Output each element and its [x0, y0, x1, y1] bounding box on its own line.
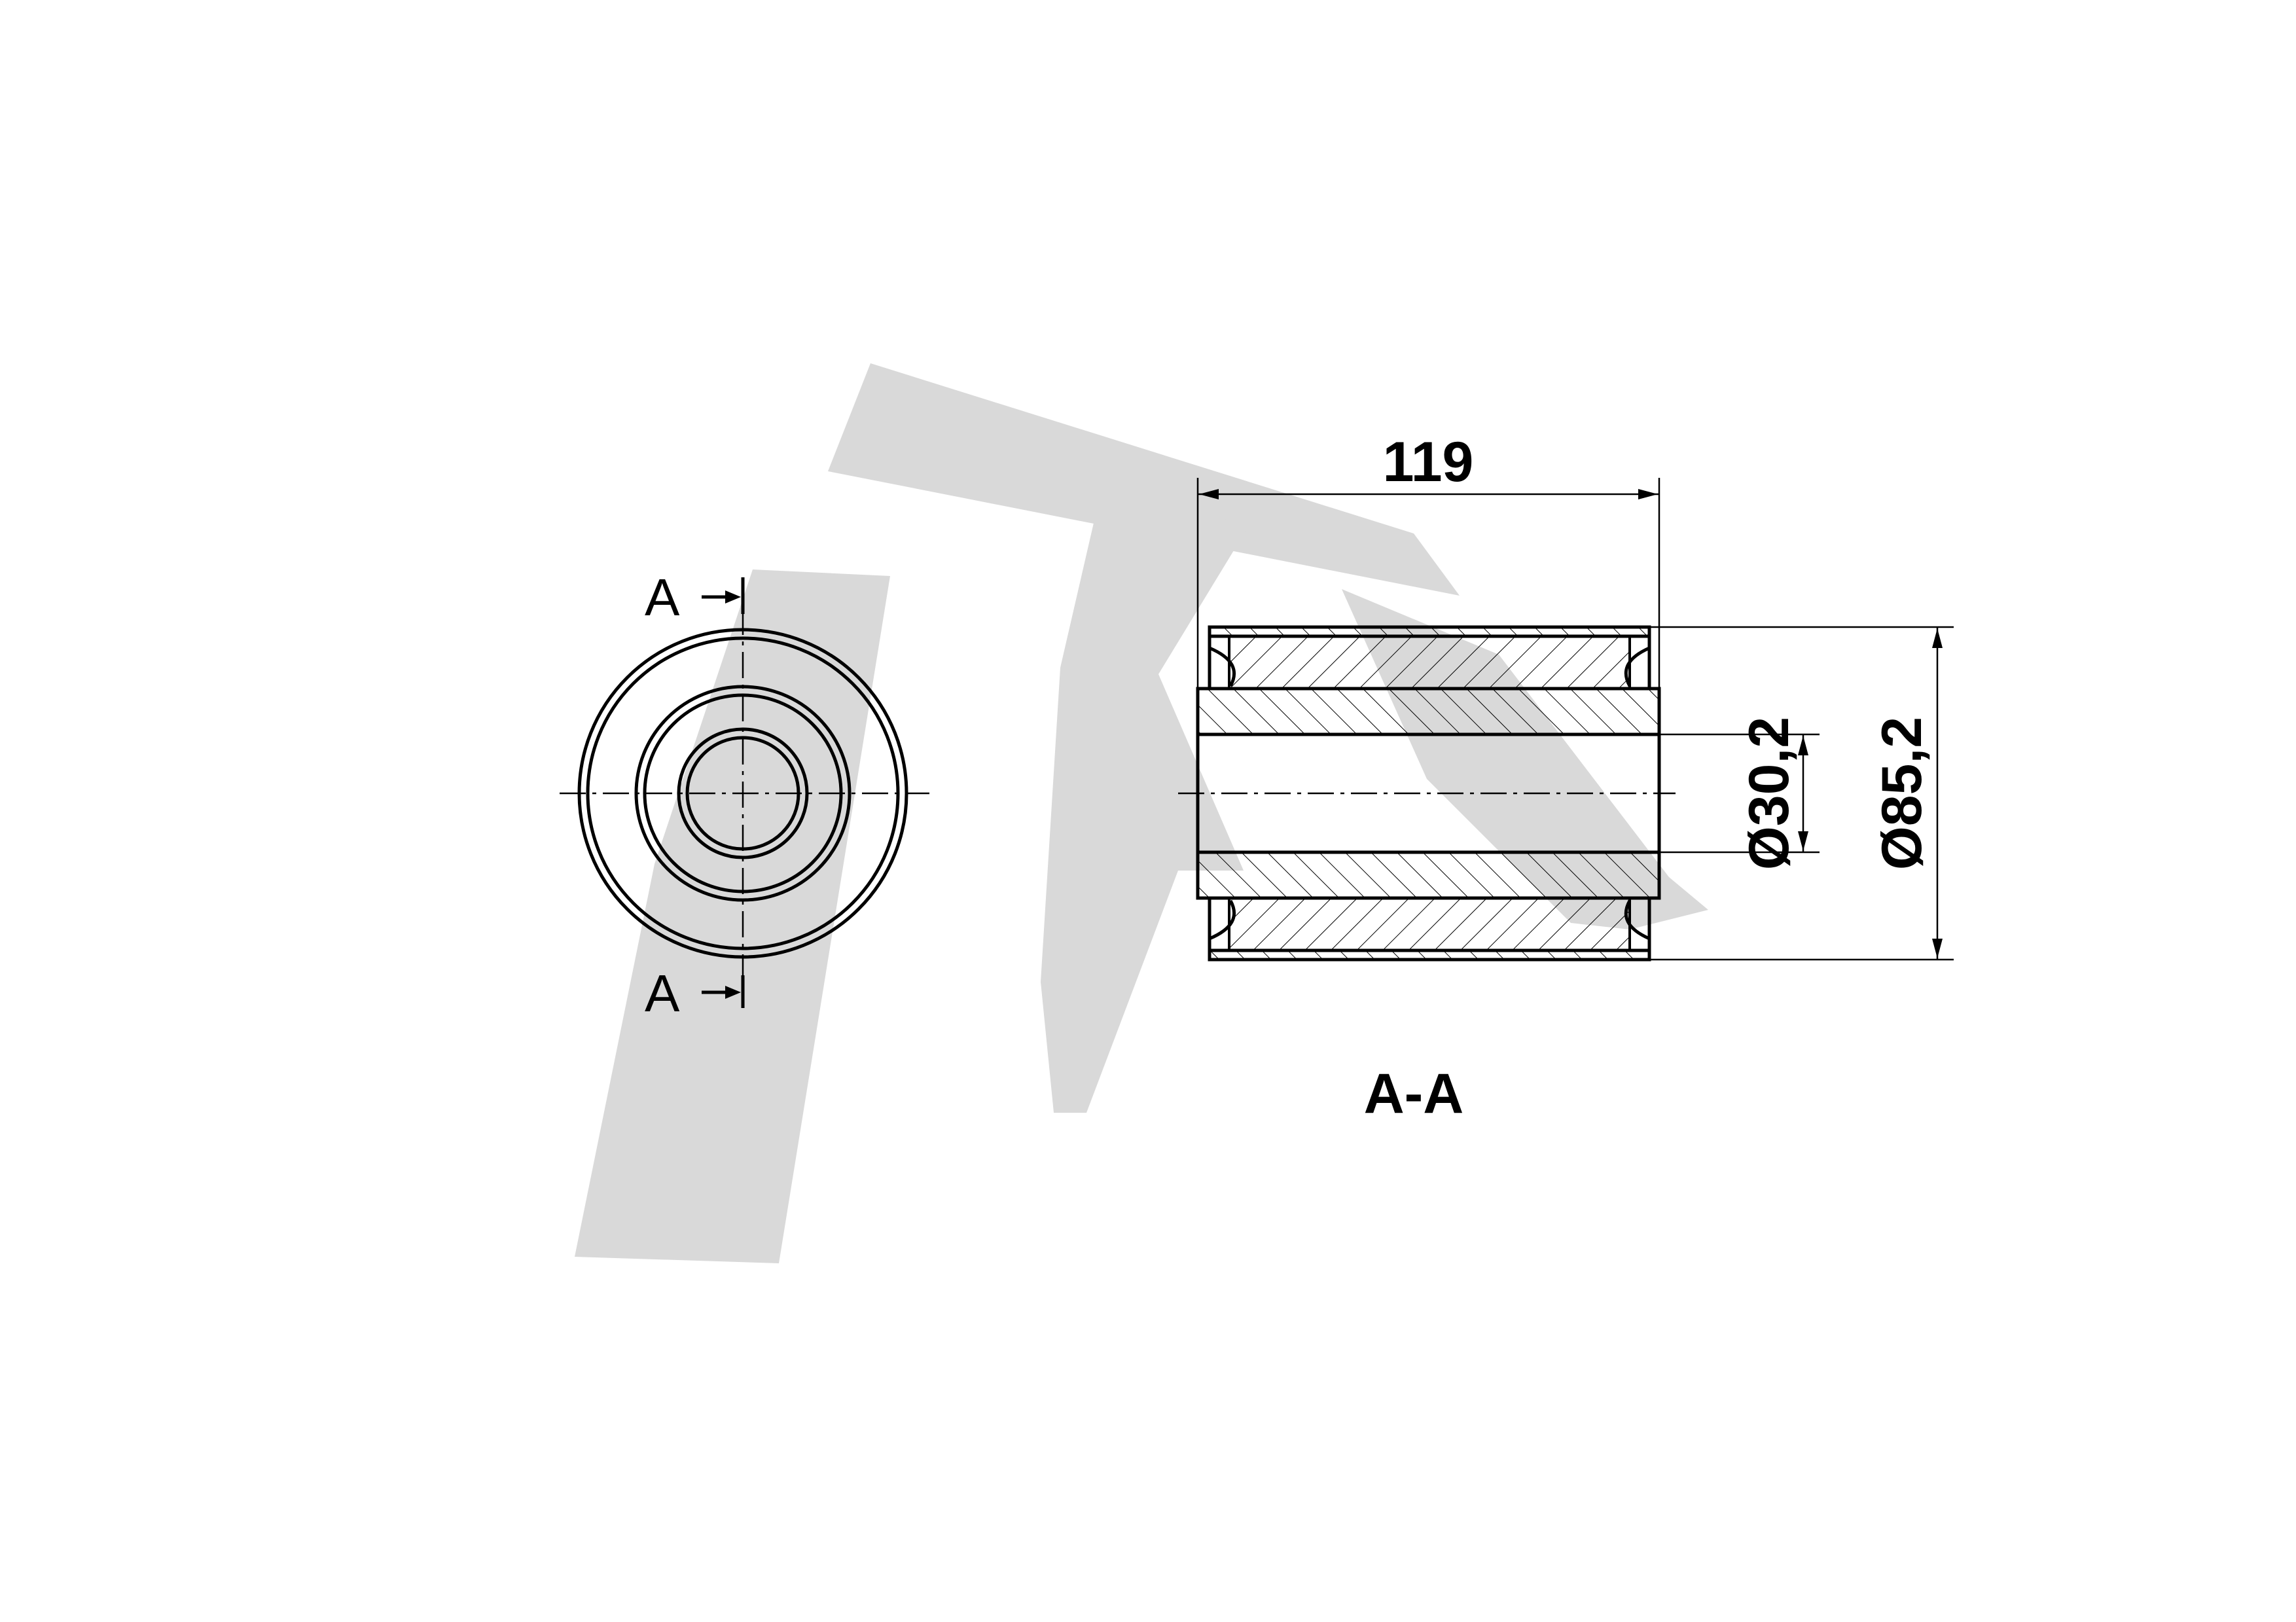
inner-dia-arrow-bottom: [1798, 831, 1808, 851]
rubber-body-bottom: [1228, 897, 1631, 952]
inner-sleeve-bottom: [1196, 850, 1661, 900]
inner-sleeve-top: [1196, 687, 1661, 736]
section-arrow-bottom-head: [725, 986, 741, 999]
length-arrow-right: [1638, 489, 1658, 499]
front-view: A A: [560, 568, 929, 1022]
rubber-lip-bottom-right: [1624, 898, 1651, 950]
inner-dia-arrow-top: [1798, 736, 1808, 755]
outer-dia-arrow-bottom: [1932, 939, 1943, 958]
inner-diameter-dimension: Ø30,2: [1738, 717, 1801, 870]
section-marker-bottom: A: [645, 964, 680, 1022]
watermark-left-stroke: [575, 569, 890, 1263]
length-dimension: 119: [1383, 431, 1474, 494]
section-arrow-top-head: [725, 590, 741, 604]
watermark-top-bar: [828, 363, 1460, 596]
outer-diameter-dimension: Ø85,2: [1871, 717, 1933, 870]
rubber-lip-top-left: [1208, 636, 1236, 689]
section-title: A-A: [1364, 1062, 1464, 1125]
outer-sleeve-top: [1208, 625, 1651, 638]
section-marker-top: A: [645, 568, 680, 626]
rubber-body-top: [1228, 635, 1631, 690]
outer-dia-arrow-top: [1932, 628, 1943, 648]
rubber-lip-top-right: [1624, 636, 1651, 689]
length-arrow-left: [1199, 489, 1219, 499]
outer-sleeve-bottom: [1208, 948, 1651, 962]
watermark-stem: [1041, 497, 1250, 1113]
watermark-logo: [575, 363, 1708, 1263]
rubber-lip-bottom-left: [1208, 898, 1236, 950]
section-view: 119 Ø30,2 Ø85,2 A-A: [1178, 431, 1954, 1125]
